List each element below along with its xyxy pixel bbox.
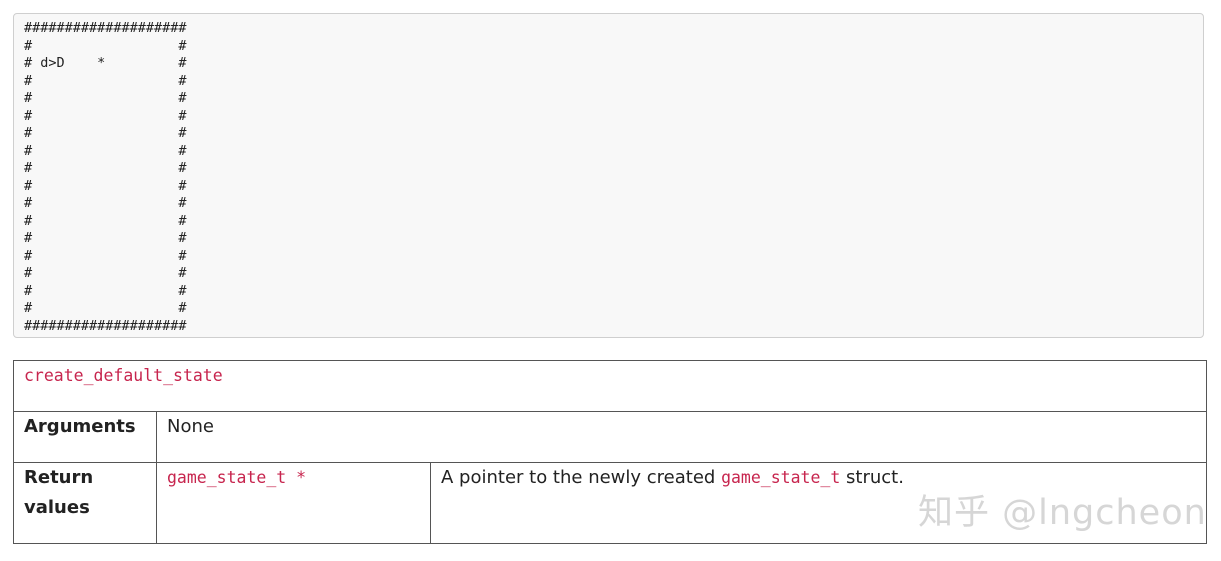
function-name: create_default_state bbox=[24, 366, 223, 385]
return-desc-code: game_state_t bbox=[721, 468, 841, 487]
return-description: A pointer to the newly created game_stat… bbox=[429, 462, 1208, 544]
game-board-ascii: #################### # # # d>D * # # # #… bbox=[24, 20, 187, 334]
return-values-row: Return values game_state_t * A pointer t… bbox=[13, 462, 1208, 544]
function-name-row: create_default_state bbox=[12, 360, 1208, 412]
return-type: game_state_t * bbox=[167, 468, 307, 487]
arguments-value: None bbox=[155, 411, 1208, 463]
function-name-cell: create_default_state bbox=[12, 360, 1208, 412]
return-desc-suffix: struct. bbox=[840, 467, 904, 488]
arguments-row: Arguments None bbox=[13, 411, 1208, 463]
return-type-cell: game_state_t * bbox=[156, 462, 431, 544]
arguments-label: Arguments bbox=[13, 411, 157, 463]
return-values-label: Return values bbox=[13, 462, 157, 544]
game-board-code-block: #################### # # # d>D * # # # #… bbox=[13, 13, 1204, 338]
return-desc-prefix: A pointer to the newly created bbox=[441, 467, 722, 488]
api-function-table: create_default_state Arguments None Retu… bbox=[12, 360, 1208, 544]
